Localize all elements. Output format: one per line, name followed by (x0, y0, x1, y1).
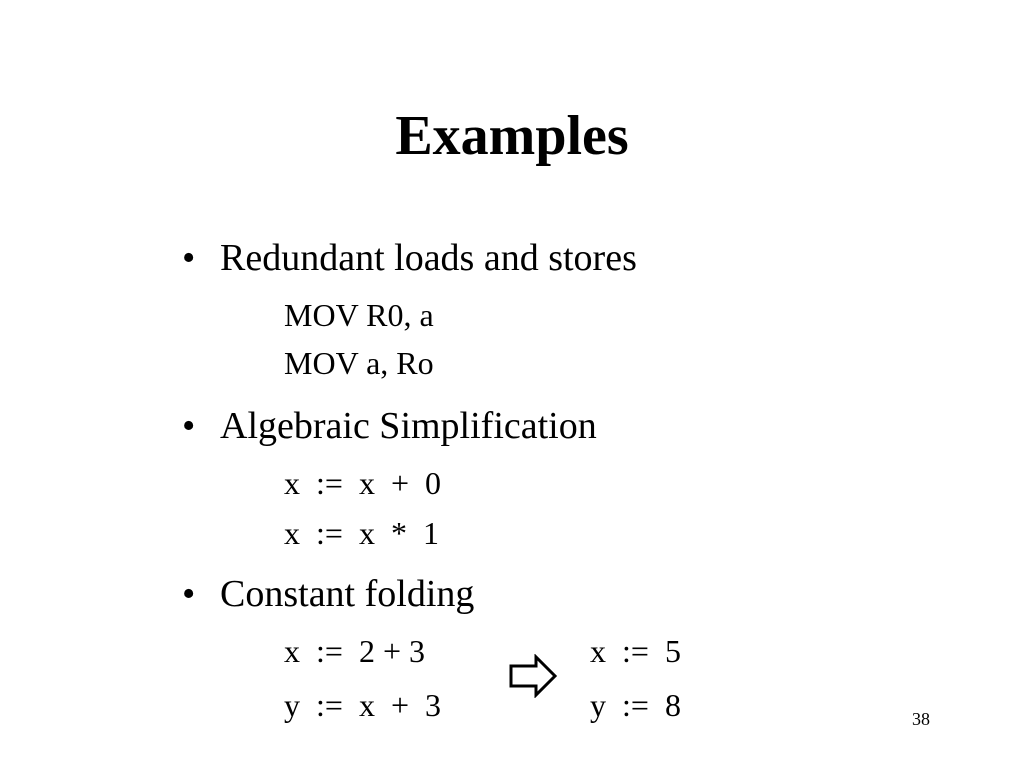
code-line: x := x + 0 (284, 465, 441, 501)
code-line: y := x + 3 (284, 687, 441, 723)
code-line: MOV a, Ro (284, 345, 434, 381)
code-result-line: x := 5 (590, 633, 681, 669)
bullet-text: Algebraic Simplification (220, 405, 597, 447)
bullet-algebraic-simplification: • Algebraic Simplification (182, 404, 597, 448)
bullet-constant-folding: • Constant folding (182, 572, 474, 616)
bullet-dot: • (182, 237, 196, 279)
bullet-redundant-loads: • Redundant loads and stores (182, 236, 637, 280)
page-number: 38 (912, 709, 930, 729)
bullet-text: Redundant loads and stores (220, 237, 637, 279)
code-result-line: y := 8 (590, 687, 681, 723)
code-line: MOV R0, a (284, 297, 434, 333)
bullet-dot: • (182, 573, 196, 615)
hollow-right-arrow-icon (509, 654, 558, 698)
slide-title: Examples (395, 105, 629, 167)
code-line: x := x * 1 (284, 515, 439, 551)
bullet-text: Constant folding (220, 573, 475, 615)
bullet-dot: • (182, 405, 196, 447)
code-line: x := 2 + 3 (284, 633, 425, 669)
